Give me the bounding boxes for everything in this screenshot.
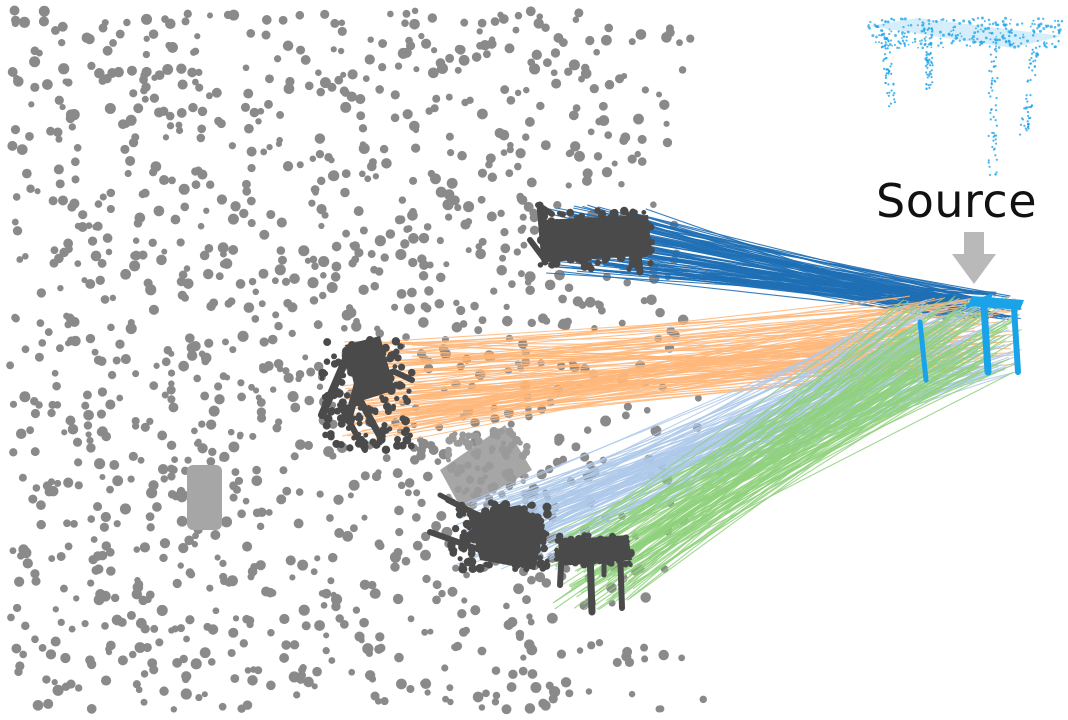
target-chair-left	[318, 336, 416, 454]
distractor-panel	[187, 465, 222, 530]
down-arrow-shaft	[964, 232, 984, 256]
down-arrow-icon	[952, 232, 996, 284]
source-label: Source	[876, 174, 1037, 228]
source-table-thumbnail	[867, 16, 1064, 177]
source-table-in-scene	[917, 294, 1024, 383]
target-table-tilted	[527, 201, 655, 276]
down-arrow-head	[952, 254, 996, 284]
target-table-bottom	[553, 532, 635, 616]
match-lines-green	[550, 295, 1022, 611]
target-chair-bottom	[427, 492, 552, 574]
noise-point-cloud	[6, 5, 707, 715]
distractor-box	[440, 425, 532, 510]
